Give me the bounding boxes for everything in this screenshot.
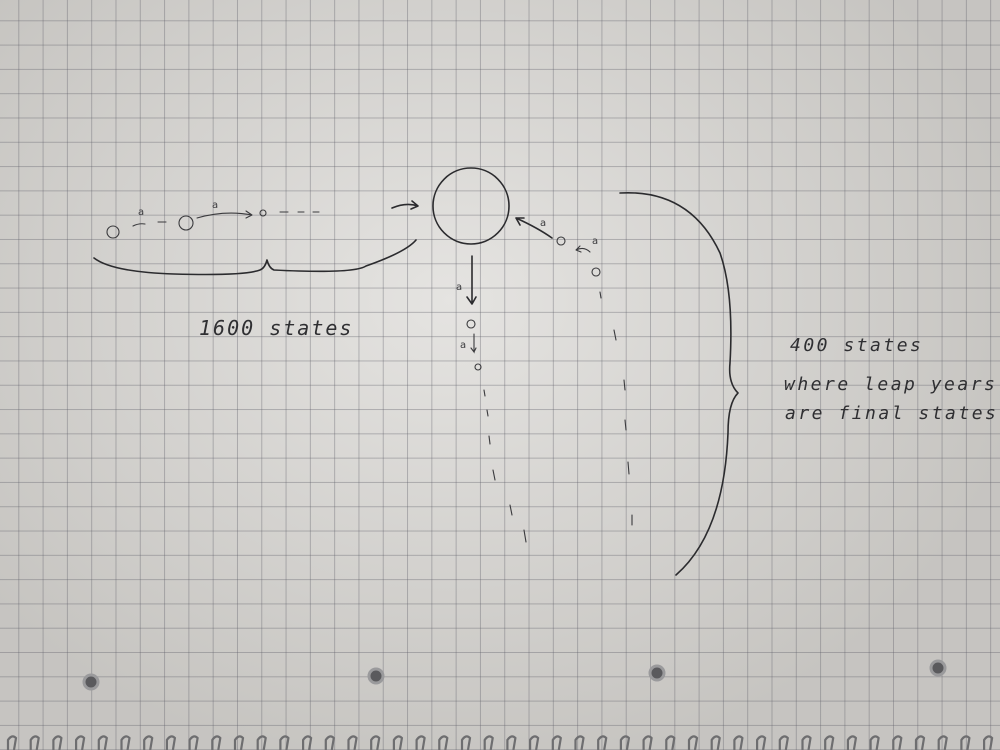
punch-hole-4 xyxy=(929,659,947,677)
spiral-ring xyxy=(370,735,381,750)
spiral-ring xyxy=(460,735,472,750)
spiral-ring xyxy=(914,735,926,750)
spiral-ring xyxy=(483,735,494,750)
note-line-1: 400 states xyxy=(790,335,923,356)
spiral-ring xyxy=(960,735,971,750)
spiral-ring xyxy=(29,735,40,750)
left-brace xyxy=(93,239,417,276)
spiral-ring xyxy=(75,735,86,750)
right-arrow-2 xyxy=(575,245,591,253)
spiral-ring xyxy=(983,735,994,750)
right-brace xyxy=(619,192,739,576)
spiral-ring xyxy=(302,735,313,750)
spiral-ring xyxy=(733,735,744,750)
spiral-ring xyxy=(551,735,562,750)
spiral-ring xyxy=(892,735,903,750)
spiral-ring xyxy=(347,735,358,750)
right-arrow-into-center xyxy=(515,217,553,239)
spiral-ring xyxy=(824,735,835,750)
spiral-ring xyxy=(415,735,426,750)
down-state-2 xyxy=(474,363,482,371)
spiral-ring xyxy=(529,735,540,750)
spiral-ring xyxy=(438,735,449,750)
spiral-ring xyxy=(52,735,63,750)
left-state-3 xyxy=(259,209,267,217)
note-line-3: are final states. xyxy=(785,403,1000,424)
spiral-ring xyxy=(97,735,108,750)
spiral-ring xyxy=(574,735,585,750)
right-ellipsis xyxy=(599,291,633,526)
spiral-ring xyxy=(687,735,699,750)
right-state-1 xyxy=(556,236,566,246)
left-edge-label-a: a xyxy=(138,207,144,218)
spiral-ring xyxy=(869,735,880,750)
spiral-ring xyxy=(392,735,404,750)
spiral-ring xyxy=(279,735,290,750)
spiral-ring xyxy=(756,735,767,750)
spiral-ring xyxy=(233,735,245,750)
left-state-1 xyxy=(106,225,120,239)
central-state xyxy=(432,167,510,245)
down-edge-label-a: a xyxy=(456,282,462,293)
spiral-ring xyxy=(801,735,812,750)
left-arrow xyxy=(196,210,253,219)
spiral-ring xyxy=(597,735,608,750)
spiral-ring xyxy=(324,735,335,750)
spiral-ring xyxy=(143,735,154,750)
down-edge-label-b: a xyxy=(460,340,466,351)
spiral-ring xyxy=(710,735,721,750)
right-state-2 xyxy=(591,267,601,277)
spiral-ring xyxy=(165,735,177,750)
spiral-ring xyxy=(256,735,267,750)
spiral-ring xyxy=(120,735,131,750)
right-edge-label-b: a xyxy=(592,236,598,247)
down-arrow-2 xyxy=(470,333,477,354)
spiral-ring xyxy=(846,735,858,750)
spiral-ring xyxy=(211,735,222,750)
spiral-ring xyxy=(6,735,18,750)
spiral-ring xyxy=(619,735,631,750)
note-line-2: where leap years xyxy=(784,374,997,395)
spiral-ring xyxy=(665,735,676,750)
spiral-ring xyxy=(937,735,948,750)
spiral-ring xyxy=(188,735,199,750)
label-1600-states: 1600 states xyxy=(199,316,353,340)
left-edge-label-b: a xyxy=(212,200,218,211)
left-arc-1 xyxy=(132,223,146,227)
arrow-into-center xyxy=(391,200,419,210)
down-ellipsis xyxy=(483,389,527,543)
spiral-ring xyxy=(778,735,789,750)
left-state-2 xyxy=(178,215,194,231)
down-state-1 xyxy=(466,319,476,329)
spiral-ring xyxy=(642,735,653,750)
spiral-ring xyxy=(506,735,517,750)
punch-hole-2 xyxy=(367,667,385,685)
right-edge-label-a: a xyxy=(540,218,546,229)
down-arrow xyxy=(466,255,477,305)
spiral-binding xyxy=(6,735,994,750)
punch-hole-1 xyxy=(82,673,100,691)
punch-hole-3 xyxy=(648,664,666,682)
